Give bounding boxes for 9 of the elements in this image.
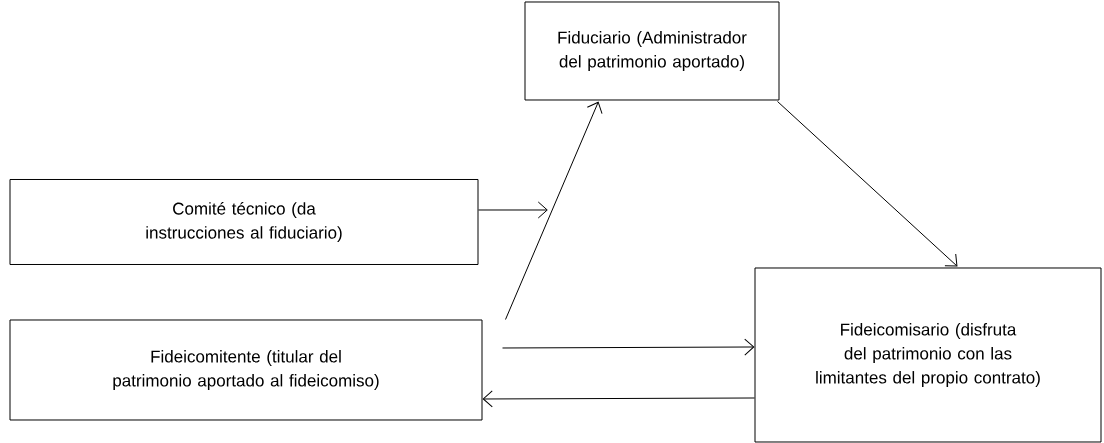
text-box: Fiduciario (Administrador del patrimonio aportado) xyxy=(524,1,780,101)
text-box: Fideicomitente (titular del patrimonio aportado al fideicomiso) xyxy=(9,319,483,421)
arrow xyxy=(478,201,548,219)
text-box: Comité técnico (da instrucciones al fiduciario) xyxy=(9,179,479,265)
arrow xyxy=(505,101,603,320)
arrow xyxy=(777,101,958,267)
arrow xyxy=(502,338,755,356)
arrow xyxy=(482,390,755,408)
text-box: Fideicomisario (disfruta del patrimonio con las limitantes del propio contrato) xyxy=(754,267,1102,443)
